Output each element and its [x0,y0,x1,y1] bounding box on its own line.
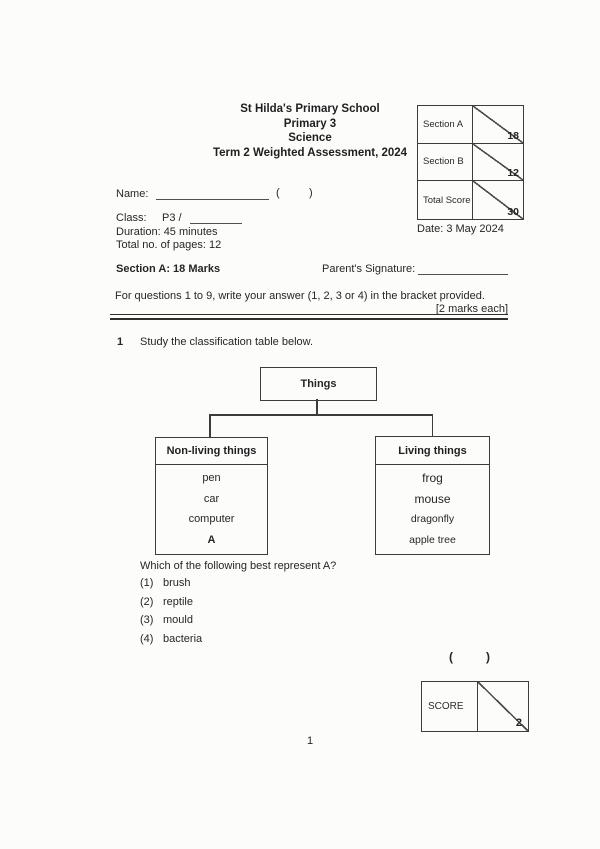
non-living-items: pen car computer A [156,465,267,553]
score-summary-table: Section A 18 Section B 12 Total Score 30 [417,105,524,220]
score-box-cell: 2 [478,682,528,731]
question-text: Which of the following best represent A? [140,560,337,572]
class-blank-line [190,212,242,224]
score-max: 30 [507,206,519,218]
list-item: car [203,492,220,505]
connector-horizontal [209,414,433,416]
score-cell: 30 [473,181,523,219]
diagonal-line [473,143,523,181]
list-item: mouse [414,491,451,506]
answer-bracket-open: ( [449,650,453,664]
option-number: (2) [140,595,154,608]
score-row-label: Total Score [418,181,473,219]
diagram-root-box: Things [260,367,377,401]
option-4: (4) bacteria [140,632,203,646]
living-items: frog mouse dragonfly apple tree [376,465,489,553]
question-score-max: 2 [515,717,522,729]
options-list: (1) brush (2) reptile (3) mould (4) bact… [140,577,203,652]
duration: Duration: 45 minutes [116,226,218,238]
option-text: reptile [163,595,193,608]
score-max: 18 [507,129,519,142]
page-number: 1 [306,735,314,747]
non-living-box: Non-living things pen car computer A [155,437,268,555]
score-row-label: Section B [418,143,473,181]
option-number: (4) [140,632,154,645]
index-bracket-open: ( [276,187,280,199]
question-prompt: Study the classification table below. [140,336,314,348]
parent-signature-label: Parent's Signature: [322,263,416,275]
name-blank-line [156,188,269,200]
option-text: brush [163,577,191,589]
marks-note: [2 marks each] [435,303,508,315]
connector-right-drop [431,414,433,437]
section-a-title: Section A: 18 Marks [116,263,221,275]
list-item: dragonfly [410,513,455,525]
exam-header: St Hilda's Primary School Primary 3 Scie… [60,102,560,160]
list-item: pen [202,472,221,484]
living-header: Living things [376,437,489,465]
non-living-header: Non-living things [156,438,267,465]
option-text: bacteria [163,632,203,645]
score-row-label: Section A [418,106,473,143]
question-score-box: SCORE 2 [421,681,529,732]
question-number: 1 [117,336,124,348]
answer-bracket-close: ) [486,650,490,664]
divider-rule-thin [110,314,508,315]
score-row-total: Total Score 30 [418,181,523,219]
diagonal-line [478,682,528,731]
section-instructions: For questions 1 to 9, write your answer … [115,290,485,302]
total-pages: Total no. of pages: 12 [116,239,222,251]
school-name: St Hilda's Primary School [240,103,380,115]
list-item: A [207,533,216,546]
option-number: (3) [140,614,154,626]
score-cell: 12 [473,143,523,181]
connector-stem [316,399,318,415]
list-item: computer [188,513,235,525]
score-max: 12 [507,167,519,180]
living-box: Living things frog mouse dragonfly apple… [375,436,490,555]
level: Primary 3 [283,117,337,130]
name-label: Name: [116,188,149,200]
score-cell: 18 [473,106,523,143]
diagonal-line [473,106,523,143]
list-item: frog [422,471,443,485]
score-box-label: SCORE [422,682,478,731]
option-text: mould [163,614,193,626]
score-row-section-a: Section A 18 [418,106,523,144]
option-2: (2) reptile [140,595,202,609]
signature-blank-line [418,263,508,275]
option-1: (1) brush [140,577,202,590]
class-label: Class: [116,212,147,224]
option-3: (3) mould [140,614,202,627]
subject: Science [288,132,332,144]
diagonal-line [473,181,523,219]
option-number: (1) [140,577,154,589]
index-bracket-close: ) [309,187,313,199]
class-value: P3 / [162,212,182,224]
diagram-root-label: Things [300,378,337,390]
exam-date: Date: 3 May 2024 [417,223,504,235]
list-item: apple tree [409,533,456,546]
divider-rule-thick [110,318,508,320]
score-row-section-b: Section B 12 [418,143,523,182]
exam-title: Term 2 Weighted Assessment, 2024 [212,146,408,159]
connector-left-drop [209,414,211,438]
